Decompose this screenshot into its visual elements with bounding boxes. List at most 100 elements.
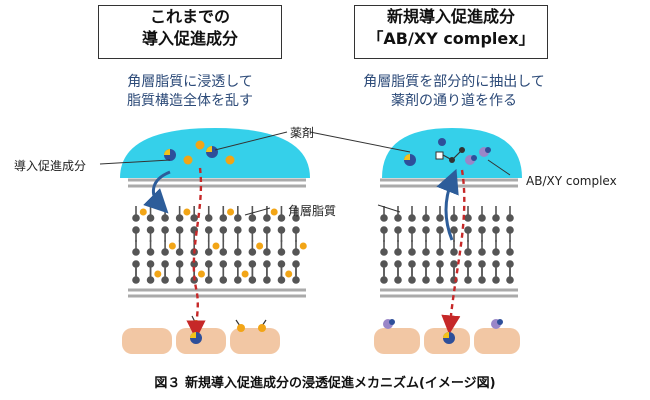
lipid-head bbox=[506, 214, 514, 222]
lipid-head bbox=[277, 226, 286, 234]
label-drug: 薬剤 bbox=[290, 126, 315, 140]
lipid-head bbox=[161, 260, 169, 268]
lipid-head bbox=[394, 248, 402, 256]
lipid-head bbox=[450, 248, 458, 256]
lipid-head bbox=[380, 260, 388, 268]
lipid-head bbox=[132, 248, 140, 256]
lipid-head bbox=[161, 226, 169, 234]
lipid-head bbox=[450, 226, 458, 234]
lipid-head bbox=[292, 276, 300, 284]
lipid-head bbox=[422, 226, 430, 234]
enhancer-in-lipid bbox=[197, 270, 205, 278]
enhancer-in-lipid bbox=[299, 242, 307, 250]
label-enhancer: 導入促進成分 bbox=[14, 159, 87, 173]
lipid-head bbox=[394, 214, 402, 222]
enhancer-in-lipid bbox=[227, 208, 235, 216]
lipid-head bbox=[436, 260, 444, 268]
lipid-head bbox=[190, 214, 198, 222]
lipid-head bbox=[492, 214, 500, 222]
right-lipid-layers bbox=[380, 206, 514, 284]
lipid-head bbox=[248, 226, 257, 234]
lipid-head bbox=[204, 248, 213, 256]
lipid-head bbox=[422, 276, 430, 284]
lipid-head bbox=[422, 248, 430, 256]
lipid-head bbox=[190, 260, 198, 268]
lipid-head bbox=[492, 260, 500, 268]
lipid-head bbox=[380, 248, 388, 256]
right-red-path bbox=[441, 169, 466, 335]
lipid-head bbox=[464, 276, 472, 284]
lipid-head bbox=[234, 276, 242, 284]
lipid-head bbox=[408, 260, 416, 268]
left-lipid-layers bbox=[132, 206, 307, 284]
lipid-head bbox=[292, 248, 300, 256]
right-description-line1: 角層脂質を部分的に抽出して bbox=[363, 74, 545, 90]
lipid-head bbox=[146, 226, 155, 234]
lipid-head bbox=[506, 260, 514, 268]
enhancer-in-lipid bbox=[285, 270, 293, 278]
right-blue-arrow bbox=[436, 168, 459, 241]
left-red-path bbox=[186, 167, 206, 340]
right-title-line2: 「AB/XY complex」 bbox=[367, 29, 535, 48]
lipid-head bbox=[450, 214, 458, 222]
right-title-line1: 新規導入促進成分 bbox=[386, 7, 515, 26]
lipid-head bbox=[146, 260, 155, 268]
lipid-head bbox=[175, 248, 184, 256]
lipid-head bbox=[478, 260, 486, 268]
lipid-head bbox=[146, 276, 155, 284]
lipid-head bbox=[146, 214, 155, 222]
lipid-head bbox=[394, 276, 402, 284]
left-droplet-particles bbox=[164, 140, 235, 165]
lipid-head bbox=[234, 260, 242, 268]
enhancer-in-lipid bbox=[270, 208, 278, 216]
lipid-head bbox=[248, 276, 257, 284]
lipid-head bbox=[204, 226, 213, 234]
lipid-head bbox=[234, 226, 242, 234]
lipid-head bbox=[436, 214, 444, 222]
lipid-head bbox=[506, 276, 514, 284]
enhancer-in-lipid bbox=[183, 208, 191, 216]
lipid-head bbox=[219, 226, 228, 234]
lipid-head bbox=[408, 276, 416, 284]
leader-lines bbox=[99, 131, 511, 216]
lipid-head bbox=[422, 260, 430, 268]
left-description-line1: 角層脂質に浸透して bbox=[127, 74, 253, 90]
lipid-head bbox=[464, 260, 472, 268]
lipid-head bbox=[175, 214, 184, 222]
lipid-head bbox=[506, 248, 514, 256]
lipid-head bbox=[219, 248, 228, 256]
lipid-head bbox=[161, 214, 169, 222]
lipid-head bbox=[380, 226, 388, 234]
enhancer-in-lipid bbox=[154, 270, 162, 278]
lipid-head bbox=[161, 276, 169, 284]
enhancer-in-lipid bbox=[256, 242, 264, 250]
lipid-head bbox=[175, 276, 184, 284]
cells bbox=[122, 328, 520, 354]
lipid-head bbox=[219, 260, 228, 268]
left-title-line1: これまでの bbox=[149, 7, 230, 26]
lipid-head bbox=[436, 226, 444, 234]
lipid-head bbox=[132, 226, 140, 234]
lipid-head bbox=[204, 260, 213, 268]
enhancer-in-lipid bbox=[212, 242, 220, 250]
lipid-head bbox=[277, 248, 286, 256]
lipid-head bbox=[248, 248, 257, 256]
label-lipid: 角層脂質 bbox=[288, 204, 337, 218]
right-title-box: 新規導入促進成分 「AB/XY complex」 bbox=[354, 5, 548, 59]
label-complex: AB/XY complex bbox=[526, 174, 617, 188]
lipid-head bbox=[506, 226, 514, 234]
lipid-head bbox=[394, 260, 402, 268]
lipid-head bbox=[234, 248, 242, 256]
left-title-line2: 導入促進成分 bbox=[141, 29, 238, 48]
left-description: 角層脂質に浸透して 脂質構造全体を乱す bbox=[70, 73, 310, 111]
lipid-head bbox=[234, 214, 242, 222]
lipid-head bbox=[132, 276, 140, 284]
lipid-head bbox=[464, 214, 472, 222]
lipid-head bbox=[277, 214, 286, 222]
lipid-head bbox=[263, 214, 271, 222]
lipid-head bbox=[478, 226, 486, 234]
lipid-head bbox=[248, 214, 257, 222]
enhancer-in-lipid bbox=[241, 270, 249, 278]
lipid-head bbox=[380, 276, 388, 284]
